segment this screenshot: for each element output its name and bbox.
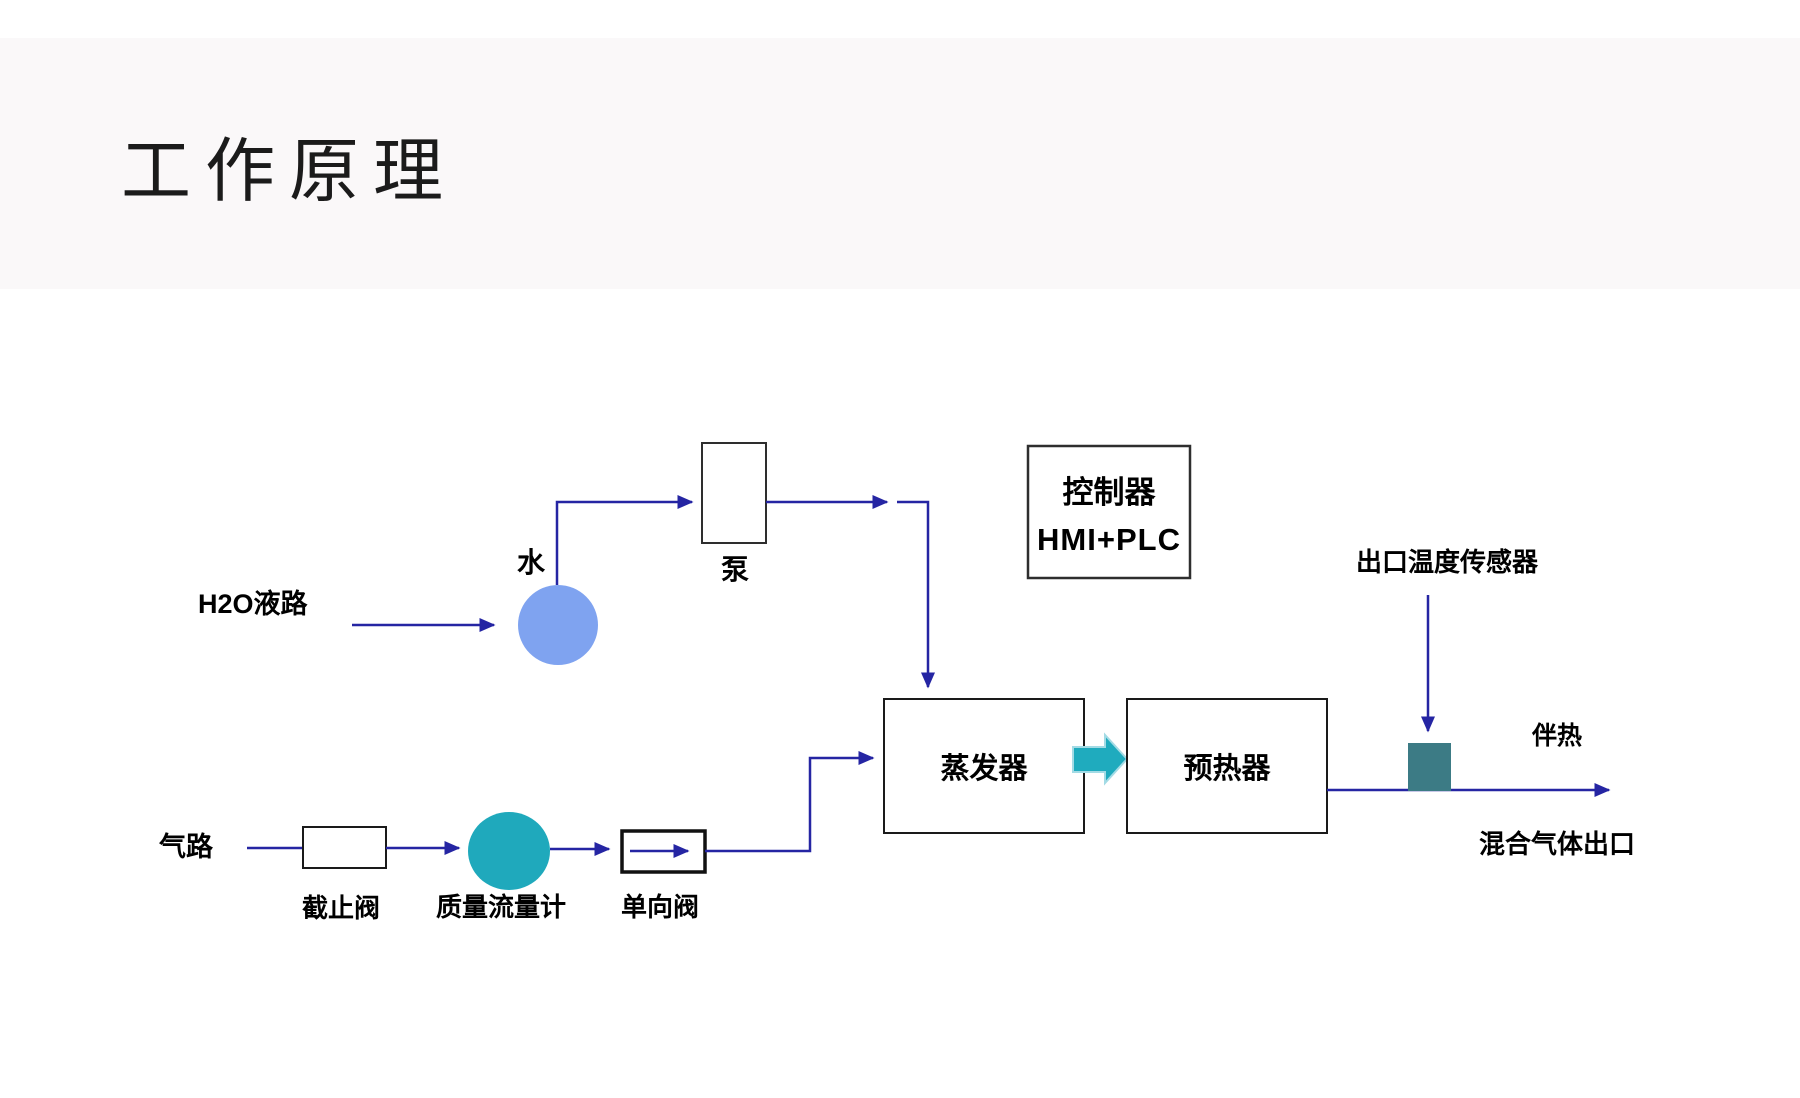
water-node-circle	[518, 585, 598, 665]
outlet-temp-sensor-label: 出口温度传感器	[1356, 547, 1539, 577]
stop-valve-label: 截止阀	[302, 893, 381, 923]
h2o-path-label: H2O液路	[198, 589, 308, 619]
water-to-evaporator-connector	[897, 500, 935, 689]
title-band	[0, 38, 1800, 289]
water-label: 水	[517, 547, 546, 578]
evaporator-to-preheater-block-arrow	[1072, 732, 1129, 786]
controller-box	[1026, 444, 1192, 580]
mass-flow-meter-label: 质量流量计	[436, 892, 567, 922]
water-to-pump-connector	[555, 495, 694, 585]
mixed-gas-outlet-label: 混合气体出口	[1479, 829, 1636, 859]
flowmeter-circle	[468, 812, 550, 890]
page-title: 工作原理	[121, 134, 457, 211]
gas-to-evaporator-connector	[705, 751, 875, 853]
preheater-box	[1126, 698, 1328, 834]
gas-path-label: 气路	[159, 832, 213, 862]
check-valve-label: 单向阀	[621, 892, 700, 922]
stop-valve-box	[302, 826, 387, 869]
pump-label: 泵	[721, 554, 750, 585]
evaporator-box	[883, 698, 1085, 834]
heat-tracing-label: 伴热	[1532, 722, 1583, 750]
pump-box	[701, 442, 767, 544]
outlet-temp-sensor-square	[1408, 743, 1451, 791]
